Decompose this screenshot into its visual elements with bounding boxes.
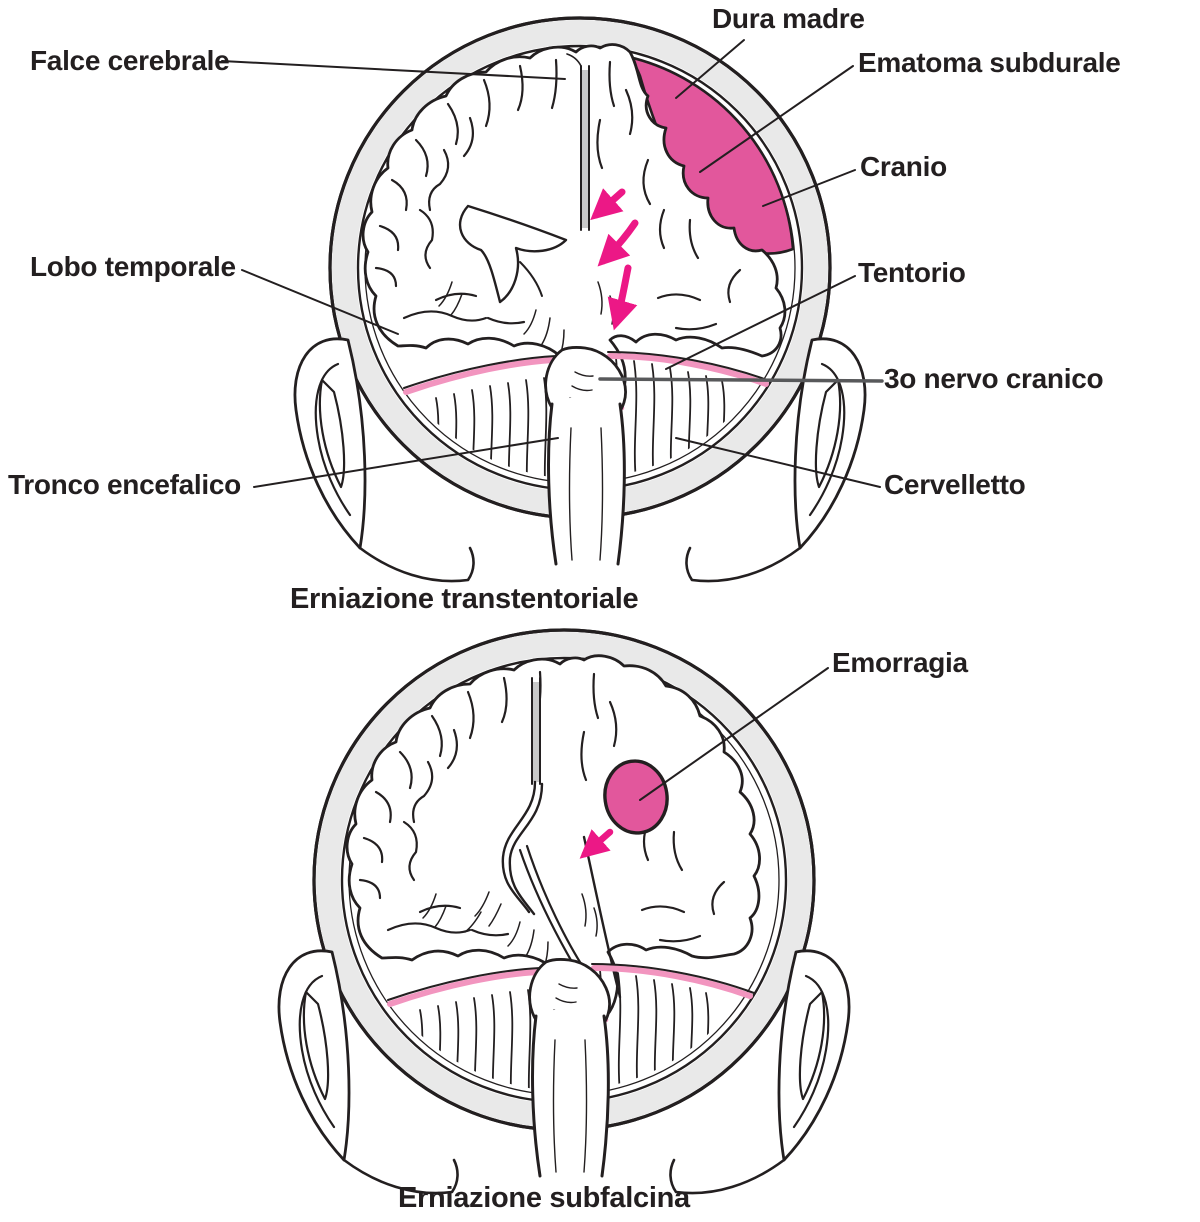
hemorrhage-region	[603, 759, 669, 835]
brainstem	[547, 396, 626, 566]
figure-subfalcine	[279, 630, 849, 1193]
label-cervelletto: Cervelletto	[884, 469, 1026, 500]
leader-dura-madre	[675, 39, 745, 99]
leader-lines	[221, 39, 884, 801]
label-tronco-encefalico: Tronco encefalico	[8, 469, 241, 500]
posterior-fossa	[403, 346, 771, 566]
right-ear-icon	[793, 337, 867, 550]
leader-nervo-cranico	[598, 377, 884, 383]
leader-tronco-encefalico	[253, 437, 559, 488]
falx-cerebri	[566, 53, 590, 231]
leader-falce-cerebrale	[221, 60, 566, 80]
leader-lobo-temporale	[241, 269, 399, 335]
label-falce-cerebrale: Falce cerebrale	[30, 45, 230, 76]
leader-tentorio	[665, 275, 856, 370]
caption-subfalcine: Erniazione subfalcina	[398, 1182, 690, 1214]
label-cranio: Cranio	[860, 151, 947, 182]
left-ear-icon	[293, 337, 367, 550]
leader-emorragia	[639, 667, 829, 801]
leader-cranio	[762, 169, 856, 207]
leader-ematoma-subdurale	[699, 65, 854, 173]
figure-transtentorial	[361, 43, 795, 566]
herniation-arrow	[579, 828, 614, 859]
herniation-arrows	[590, 188, 639, 331]
caption-transtentorial: Erniazione transtentoriale	[290, 583, 639, 615]
label-nervo-cranico: 3o nervo cranico	[884, 363, 1104, 394]
leader-cervelletto	[675, 437, 881, 488]
label-tentorio: Tentorio	[858, 257, 966, 288]
label-lobo-temporale: Lobo temporale	[30, 251, 236, 282]
lateral-ventricle	[458, 204, 568, 304]
label-ematoma-subdurale: Ematoma subdurale	[858, 47, 1121, 78]
label-dura-madre: Dura madre	[712, 3, 865, 34]
label-emorragia: Emorragia	[832, 647, 968, 678]
gyri-sulci	[374, 58, 742, 357]
